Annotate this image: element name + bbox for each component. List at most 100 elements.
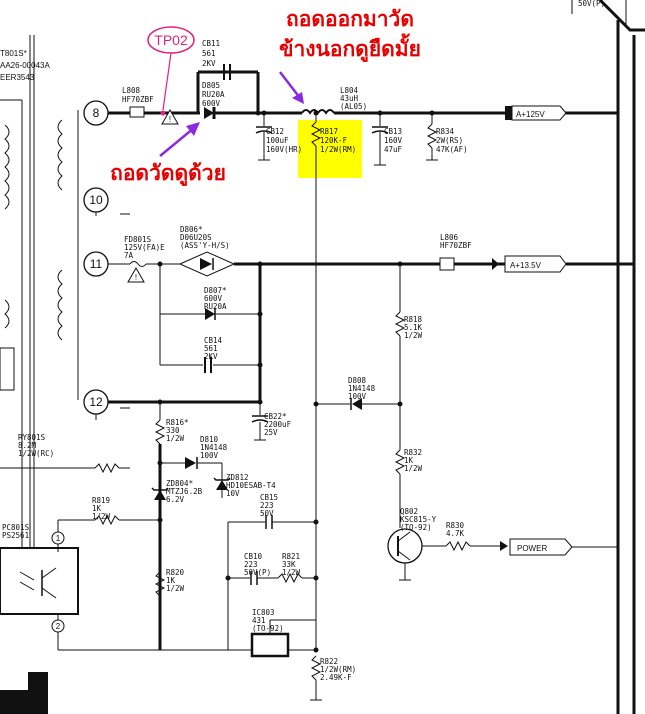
svg-text:D810: D810 — [200, 435, 219, 444]
svg-text:600V: 600V — [204, 294, 223, 303]
rail-13v — [108, 251, 634, 277]
svg-text:A+13.5V: A+13.5V — [510, 261, 542, 270]
transformer-t801 — [0, 35, 79, 560]
svg-text:CB14: CB14 — [204, 336, 223, 345]
svg-text:2KV: 2KV — [202, 59, 216, 68]
r820-resistor — [154, 571, 166, 597]
svg-text:D805: D805 — [202, 81, 220, 90]
r816-resistor — [154, 402, 166, 650]
svg-text:FD801S: FD801S — [124, 235, 152, 244]
cb10-capacitor — [228, 571, 278, 585]
svg-text:RY801S: RY801S — [18, 433, 46, 442]
t801-core: EER3543 — [0, 73, 35, 82]
svg-text:Q802: Q802 — [400, 507, 418, 516]
svg-text:PC801S: PC801S — [2, 523, 30, 532]
svg-text:5.1K: 5.1K — [404, 323, 423, 332]
svg-text:CB11: CB11 — [202, 39, 220, 48]
svg-text:D06U20S: D06U20S — [180, 233, 212, 242]
svg-text:!: ! — [169, 115, 171, 124]
svg-text:6.2V: 6.2V — [166, 495, 185, 504]
output-power: POWER — [509, 538, 573, 556]
right-bus-lines — [571, 0, 645, 714]
pin-8: 8 — [83, 100, 109, 126]
cb14-capacitor — [160, 357, 260, 373]
svg-text:(TO-92): (TO-92) — [252, 624, 284, 633]
svg-text:33K: 33K — [282, 560, 296, 569]
svg-text:47uF: 47uF — [384, 145, 403, 154]
svg-text:MTZJ6.2B: MTZJ6.2B — [166, 487, 203, 496]
svg-text:D808: D808 — [348, 376, 367, 385]
caution-triangle-icon: ! — [127, 266, 145, 283]
r817-resistor — [310, 113, 322, 650]
pin-11: 11 — [83, 251, 109, 277]
svg-text:CB22*: CB22* — [264, 412, 287, 421]
svg-text:HF70ZBF: HF70ZBF — [122, 95, 154, 104]
pc801-optocoupler: 1 2 — [0, 520, 316, 651]
svg-text:223: 223 — [260, 501, 274, 510]
svg-text:10: 10 — [89, 193, 103, 207]
output-a135v: A+13.5V — [492, 255, 567, 273]
svg-text:1/2W: 1/2W — [404, 331, 423, 340]
svg-text:2W(RS): 2W(RS) — [436, 136, 463, 145]
r830-resistor — [445, 540, 508, 552]
svg-text:1/2W: 1/2W — [166, 584, 185, 593]
purple-arrow-icon — [159, 122, 200, 157]
output-a125v: A+125V — [505, 105, 567, 121]
svg-text:1/2W(RM): 1/2W(RM) — [320, 145, 356, 154]
corner-block — [0, 672, 48, 714]
fragment-top-right: 50V(P) — [578, 0, 605, 8]
svg-text:1/2W(RM): 1/2W(RM) — [320, 665, 356, 674]
r817-highlight — [298, 120, 362, 178]
svg-text:R822: R822 — [320, 657, 338, 666]
svg-text:(TO-92): (TO-92) — [400, 523, 432, 532]
svg-text:1K: 1K — [166, 576, 176, 585]
svg-text:A+125V: A+125V — [516, 110, 545, 119]
purple-arrow-icon — [279, 71, 304, 104]
svg-text:ZD804*: ZD804* — [166, 479, 193, 488]
svg-text:!: ! — [135, 273, 137, 282]
svg-text:(ASS'Y-H/S): (ASS'Y-H/S) — [180, 241, 230, 250]
component-labels: CB11 561 2KV L808 HF70ZBF D805 RU20A 600… — [2, 39, 472, 682]
cb22-capacitor — [251, 402, 269, 441]
svg-text:RU20A: RU20A — [204, 302, 227, 311]
svg-text:CB15: CB15 — [260, 493, 278, 502]
t801-partno: AA26-00043A — [0, 61, 50, 70]
r819-resistor — [58, 514, 160, 526]
svg-text:2200uF: 2200uF — [264, 420, 292, 429]
svg-text:7A: 7A — [124, 251, 134, 260]
note-remove-measure-too: ถอดวัดดูด้วย — [110, 161, 226, 187]
svg-text:11: 11 — [90, 257, 103, 271]
svg-text:1N4148: 1N4148 — [348, 384, 376, 393]
svg-text:8.2M: 8.2M — [18, 441, 37, 450]
svg-text:CB10: CB10 — [244, 552, 263, 561]
svg-text:2KV: 2KV — [204, 352, 218, 361]
svg-text:1: 1 — [56, 534, 61, 543]
d807-diode — [159, 264, 260, 365]
svg-text:R832: R832 — [404, 448, 422, 457]
t801-label: T801S* — [0, 49, 27, 58]
svg-text:R818: R818 — [404, 315, 423, 324]
svg-text:120K-F: 120K-F — [320, 136, 348, 145]
ry801-resistor — [0, 462, 130, 474]
svg-text:R816*: R816* — [166, 418, 189, 427]
svg-text:RU20A: RU20A — [202, 90, 225, 99]
svg-text:PS2561: PS2561 — [2, 531, 29, 540]
svg-text:1/2W: 1/2W — [92, 512, 111, 521]
svg-text:4.7K: 4.7K — [446, 529, 465, 538]
caution-triangle-icon: ! — [161, 108, 179, 125]
r822-resistor — [310, 655, 322, 701]
svg-text:1/2W: 1/2W — [404, 464, 423, 473]
svg-text:R830: R830 — [446, 521, 465, 530]
cb13-capacitor — [371, 113, 389, 166]
tp02-marker: TP02 — [147, 26, 195, 111]
svg-text:CB12: CB12 — [266, 127, 284, 136]
svg-text:2.49K-F: 2.49K-F — [320, 673, 352, 682]
svg-text:431: 431 — [252, 616, 266, 625]
ic803-regulator — [250, 619, 316, 658]
svg-text:KSC815-Y: KSC815-Y — [400, 515, 437, 524]
svg-text:600V: 600V — [202, 99, 221, 108]
svg-text:IC803: IC803 — [252, 608, 275, 617]
svg-text:2: 2 — [56, 622, 61, 631]
svg-text:D806*: D806* — [180, 225, 203, 234]
